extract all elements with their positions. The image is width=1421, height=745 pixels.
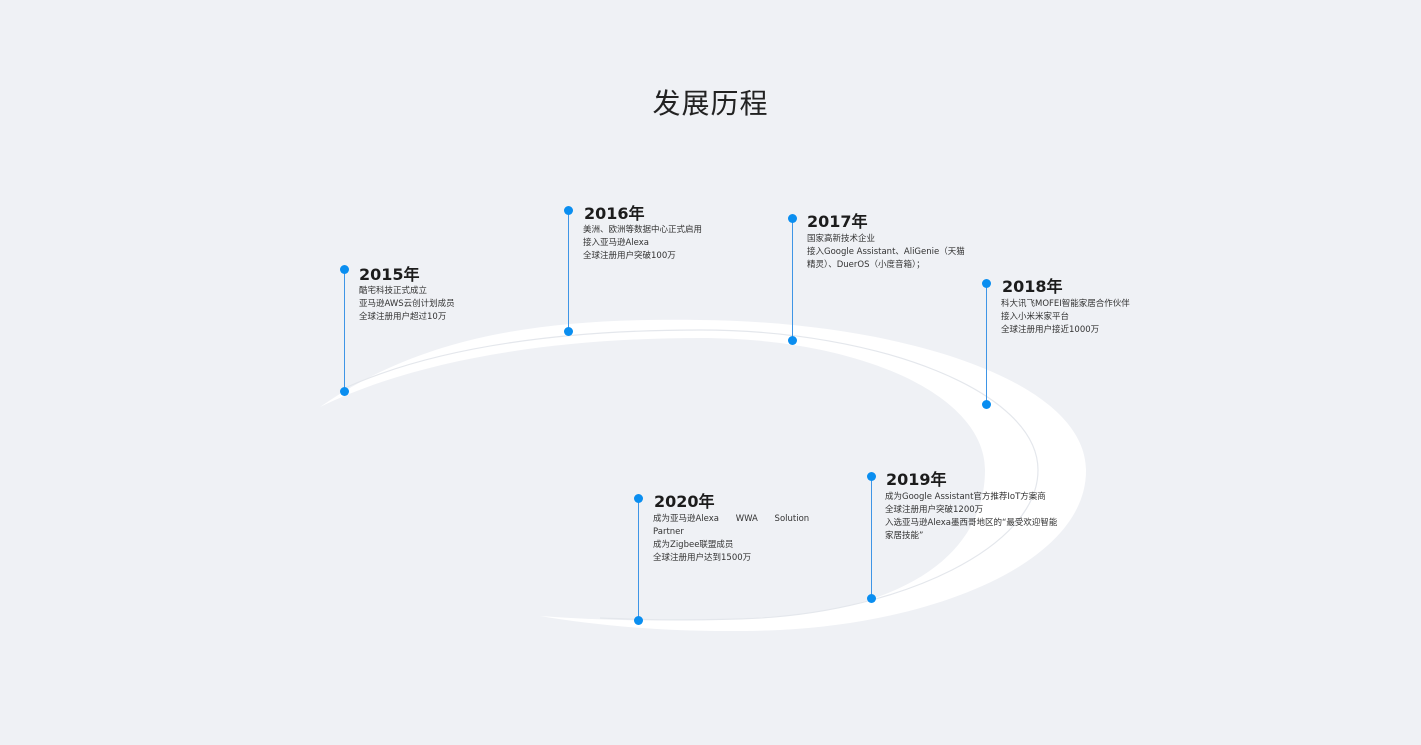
track-dot (982, 400, 991, 409)
page-title: 发展历程 (652, 87, 769, 120)
detail-line: 亚马逊AWS云创计划成员 (359, 299, 455, 309)
stem (792, 218, 793, 341)
detail-line: 酷宅科技正式成立 (359, 286, 428, 296)
milestone-year: 2020年 (654, 492, 715, 511)
milestone-year: 2016年 (584, 204, 645, 223)
track-dot (564, 327, 573, 336)
top-dot (634, 494, 643, 503)
track-dot (867, 594, 876, 603)
detail-line: 成为亚马逊Alexa WWA Solution Partner (653, 514, 810, 537)
detail-line: 美洲、欧洲等数据中心正式启用 (583, 225, 703, 235)
detail-line: 全球注册用户超过10万 (359, 312, 447, 322)
top-dot (340, 265, 349, 274)
orbit-line (344, 329, 1039, 621)
milestone-details: 成为Google Assistant官方推荐IoT方案商 全球注册用户突破120… (885, 491, 1063, 543)
milestone-details: 科大讯飞MOFEI智能家居合作伙伴 接入小米米家平台 全球注册用户接近1000万 (1001, 298, 1130, 337)
stem (344, 269, 345, 391)
track-dot (788, 336, 797, 345)
top-dot (788, 214, 797, 223)
track-dot (340, 387, 349, 396)
detail-line: 全球注册用户达到1500万 (653, 553, 752, 563)
stem (871, 476, 872, 598)
detail-line: 全球注册用户接近1000万 (1001, 325, 1100, 335)
detail-line: 科大讯飞MOFEI智能家居合作伙伴 (1001, 299, 1130, 309)
milestone-year: 2017年 (807, 212, 868, 231)
detail-line: 国家高新技术企业 (807, 234, 876, 244)
detail-line: 成为Zigbee联盟成员 (653, 540, 734, 550)
detail-line: 接入亚马逊Alexa (583, 238, 649, 248)
detail-line: 全球注册用户突破100万 (583, 251, 676, 261)
detail-line: 成为Google Assistant官方推荐IoT方案商 (885, 492, 1046, 502)
detail-line: 接入小米米家平台 (1001, 312, 1070, 322)
stem (986, 283, 987, 405)
milestone-details: 美洲、欧洲等数据中心正式启用 接入亚马逊Alexa 全球注册用户突破100万 (583, 224, 702, 263)
stem (568, 210, 569, 332)
top-dot (564, 206, 573, 215)
detail-line: 入选亚马逊Alexa墨西哥地区的“最受欢迎智能家居技能” (885, 518, 1058, 541)
top-dot (982, 279, 991, 288)
milestone-details: 国家高新技术企业 接入Google Assistant、AliGenie（天猫精… (807, 233, 967, 272)
milestone-year: 2019年 (886, 470, 947, 489)
milestone-year: 2018年 (1002, 277, 1063, 296)
swoosh-band (320, 319, 1087, 632)
stem (638, 498, 639, 620)
detail-line: 接入Google Assistant、AliGenie（天猫精灵）、DuerOS… (807, 247, 965, 270)
track-dot (634, 616, 643, 625)
milestone-year: 2015年 (359, 265, 420, 284)
top-dot (867, 472, 876, 481)
detail-line: 全球注册用户突破1200万 (885, 505, 984, 515)
milestone-details: 酷宅科技正式成立 亚马逊AWS云创计划成员 全球注册用户超过10万 (359, 285, 455, 324)
milestone-details: 成为亚马逊Alexa WWA Solution Partner 成为Zigbee… (653, 513, 813, 565)
